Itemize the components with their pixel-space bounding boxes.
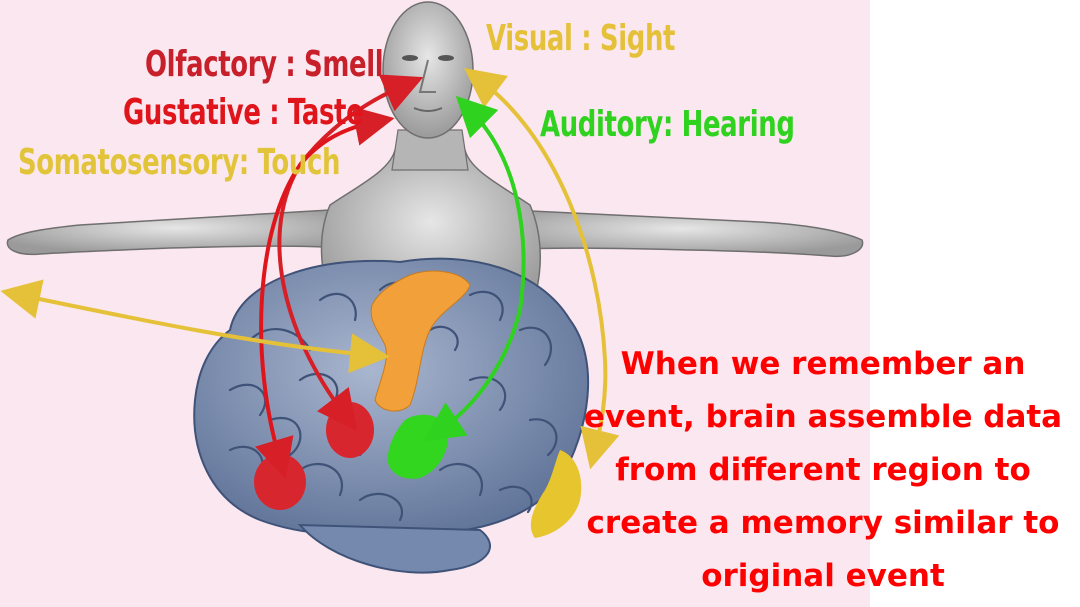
memory-caption: When we remember an event, brain assembl…: [580, 338, 1066, 603]
label-visual: Visual : Sight: [486, 18, 676, 59]
label-gustative: Gustative : Taste: [123, 92, 364, 133]
arrows: [0, 67, 620, 480]
caption-line-1: When we remember an: [620, 346, 1026, 382]
label-somatosensory: Somatosensory: Touch: [18, 142, 341, 183]
region-red-lower: [254, 454, 306, 510]
caption-line-4: create a memory similar to: [586, 505, 1060, 541]
caption-line-5: original event: [701, 558, 945, 594]
arrow-auditory: [423, 95, 526, 442]
arrow-visual: [464, 67, 620, 470]
arrow-gustative: [255, 106, 395, 480]
arrow-touch: [0, 279, 390, 374]
left-eye: [402, 55, 418, 61]
head: [382, 1, 474, 139]
region-red-upper: [326, 402, 374, 458]
label-olfactory: Olfactory : Smell: [145, 44, 384, 85]
label-auditory: Auditory: Hearing: [540, 104, 795, 145]
right-eye: [438, 55, 454, 61]
memory-diagram-illustration: [0, 0, 870, 607]
caption-line-3: from different region to: [615, 452, 1031, 488]
region-yellow: [530, 450, 582, 538]
brain-cerebellum: [297, 523, 491, 574]
caption-line-2: event, brain assemble data: [583, 399, 1063, 435]
